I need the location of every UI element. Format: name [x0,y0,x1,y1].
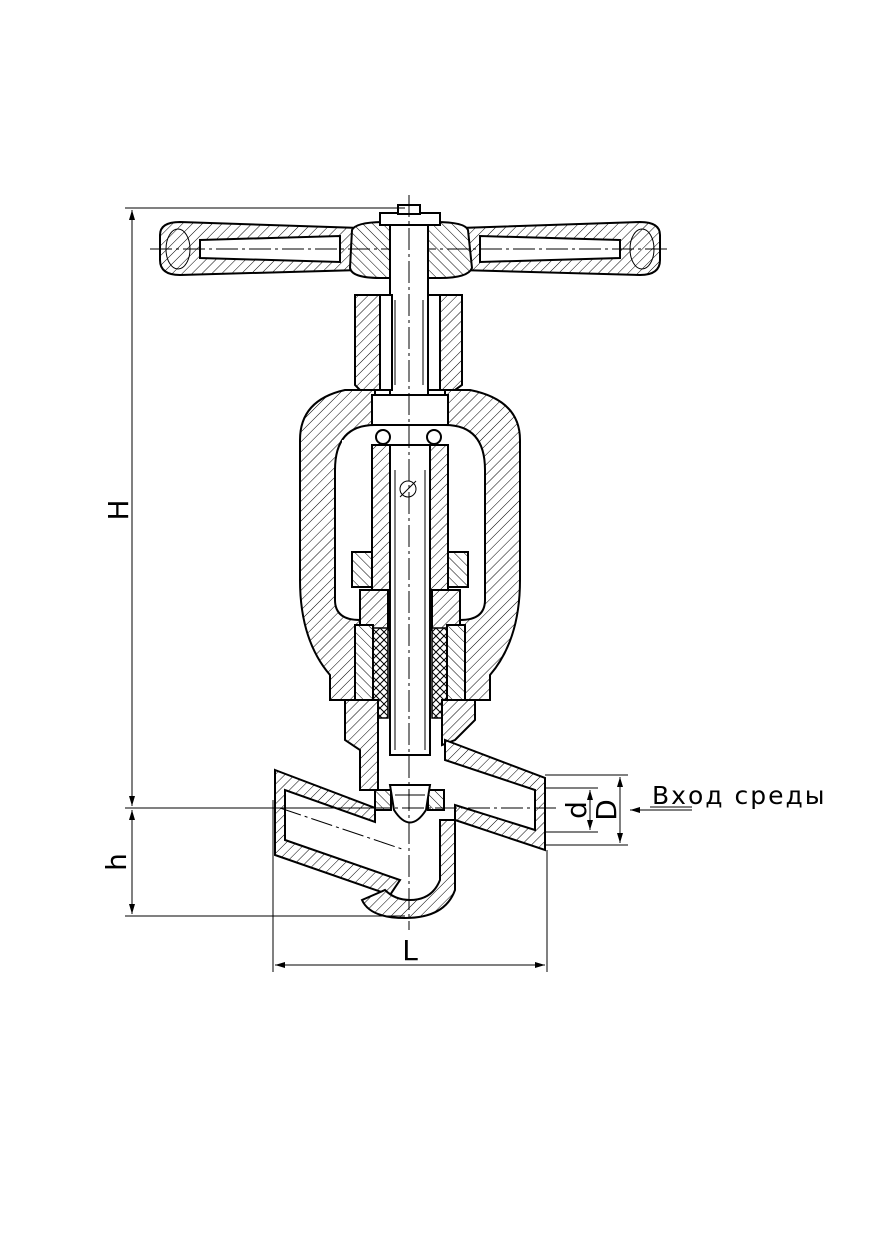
bonnet [299,294,521,701]
dimensions [125,207,692,972]
height-dimension-label: H [102,499,135,520]
outer-diameter-dimension-label: D [590,799,623,821]
stem [371,224,449,756]
length-dimension-label: L [402,934,418,967]
packing-gland [354,589,466,719]
inner-diameter-dimension-label: d [560,801,593,819]
bottom-height-dimension-label: h [100,853,133,871]
handwheel [150,204,670,279]
flow-inlet-label: Вход среды [652,781,827,810]
valve-body [274,699,546,920]
